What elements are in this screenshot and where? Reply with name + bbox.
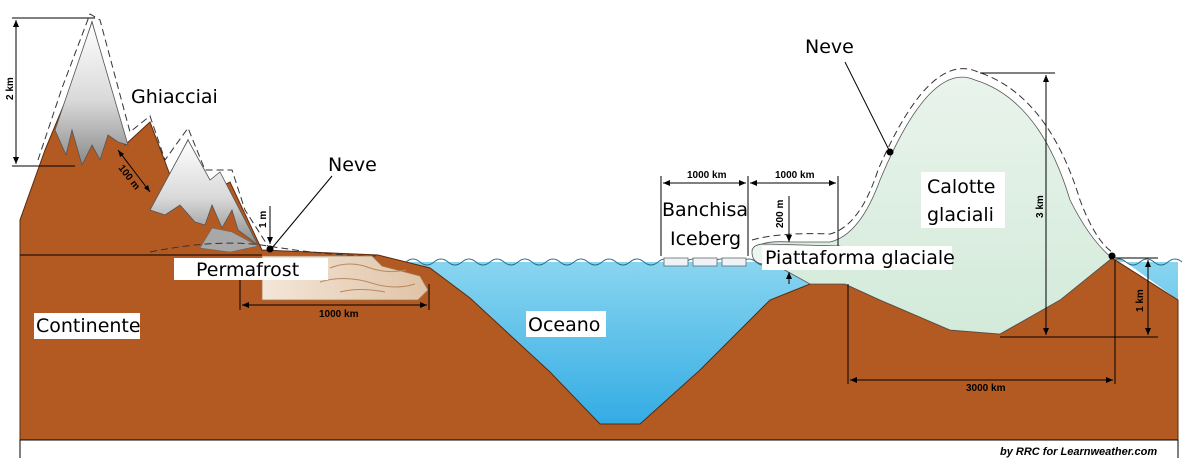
arrowhead [786,272,792,279]
label-shelf-thickness: 200 m [775,200,786,228]
snow-point-right [886,148,894,156]
mountain-snow-1 [54,20,129,167]
label-bg-piattaforma [762,246,952,270]
label-continente: Continente [36,315,141,337]
label-ghiacciai: Ghiacciai [131,86,218,108]
neve-right-pointer [844,61,891,153]
icecap-snow-outline [751,68,1113,253]
ice-edge-point [1108,252,1116,260]
label-permafrost: Permafrost [196,259,299,281]
dim-glacier-thickness [117,149,151,193]
sea-ice-floe-1 [663,257,689,267]
label-iceberg: Iceberg [670,228,741,250]
sea-ice-floe-3 [721,257,747,267]
neve-left-pointer [271,175,333,249]
label-mountain-height: 2 km [5,77,16,100]
glacier-tongue [199,227,259,253]
label-icecap-height: 3 km [1035,195,1046,218]
label-banchisa: Banchisa [662,199,748,221]
ocean-waves-right [1111,258,1183,266]
credit-text: by RRC for Learnweather.com [1000,446,1157,458]
label-land-height: 1 km [1135,289,1146,312]
label-icecap-width: 3000 km [966,383,1006,394]
label-bg-calotte [921,172,1005,228]
label-bg-continente [34,313,140,339]
arrowhead [118,150,150,192]
label-piattaforma: Piattaforma glaciale [765,247,955,269]
label-bg-iceberg [668,228,744,252]
snow-point-left [266,245,274,253]
label-calotte-1: Calotte [927,176,995,198]
arrowhead [267,237,273,244]
arrowhead [786,235,792,242]
mountain-snow-2 [149,139,259,246]
mountain-snow-outline [37,13,269,247]
label-neve-right: Neve [805,36,854,58]
label-calotte-2: glaciali [927,204,994,226]
sea-ice-floe-2 [692,257,718,267]
permafrost-grain [319,263,416,293]
label-permafrost-length: 1000 km [319,309,359,320]
label-banchisa-length: 1000 km [687,170,727,181]
snow-dashed-left [149,242,379,257]
label-shelf-length: 1000 km [775,170,815,181]
label-oceano: Oceano [528,314,600,336]
label-bg-oceano [526,311,606,337]
label-snow-depth: 1 m [258,211,269,228]
label-bg-permafrost [174,258,328,280]
label-neve-left: Neve [328,154,377,176]
